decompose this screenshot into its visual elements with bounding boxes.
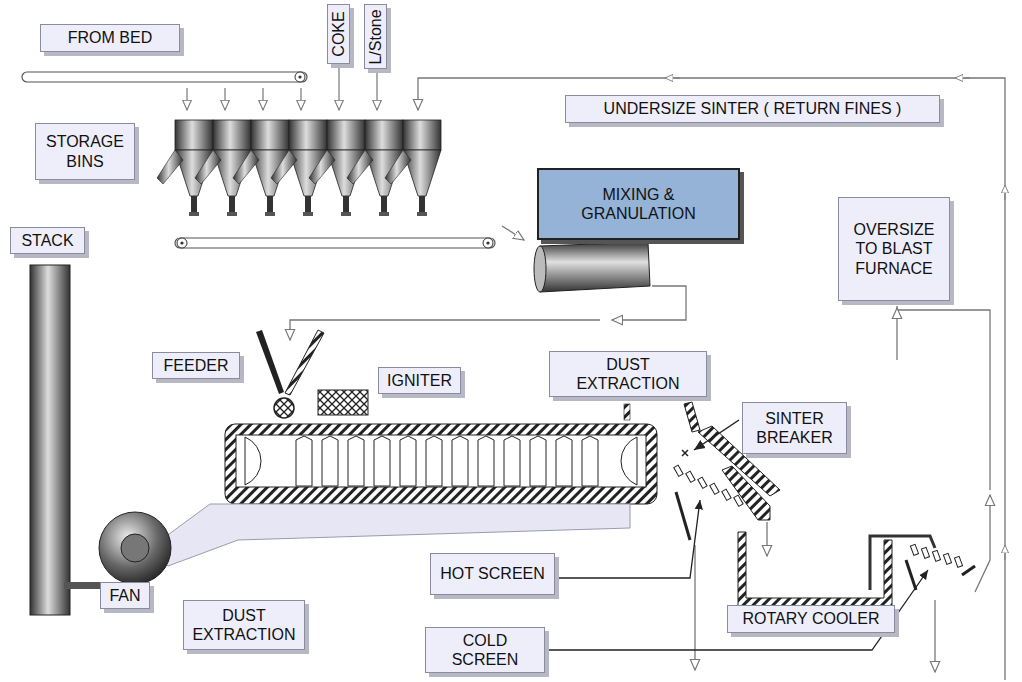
label-text: HOT SCREEN [440, 564, 545, 583]
label-text: OVERSIZE TO BLAST FURNACE [847, 220, 941, 278]
label-text: STORAGE BINS [44, 132, 126, 170]
label-text: FROM BED [68, 28, 152, 47]
label-box: HOT SCREEN [430, 553, 555, 595]
label-box: L/Stone [364, 4, 387, 69]
label-text: COKE [329, 11, 348, 56]
label-text: MIXING & GRANULATION [547, 185, 730, 223]
label-box: IGNITER [378, 367, 461, 394]
label-text: COLD SCREEN [434, 631, 536, 669]
label-text: UNDERSIZE SINTER ( RETURN FINES ) [604, 99, 902, 118]
label-box: ROTARY COOLER [727, 605, 895, 633]
label-text: DUST EXTRACTION [192, 606, 296, 644]
label-text: ROTARY COOLER [743, 609, 880, 628]
label-box: OVERSIZE TO BLAST FURNACE [838, 197, 950, 301]
label-text: L/Stone [366, 9, 385, 64]
label-box: COLD SCREEN [425, 627, 545, 673]
label-box: SINTER BREAKER [742, 402, 847, 454]
label-box: FROM BED [40, 24, 180, 52]
label-box: FAN [100, 582, 150, 609]
label-box: DUST EXTRACTION [549, 351, 707, 397]
label-box: STACK [10, 227, 85, 254]
label-box: STORAGE BINS [35, 123, 135, 180]
label-text: FAN [109, 586, 140, 605]
label-box: COKE [327, 4, 350, 64]
label-box: UNDERSIZE SINTER ( RETURN FINES ) [565, 95, 940, 123]
label-text: STACK [21, 231, 73, 250]
label-text: IGNITER [387, 371, 452, 390]
label-text: SINTER BREAKER [751, 409, 838, 447]
label-box: MIXING & GRANULATION [537, 168, 740, 240]
label-text: FEEDER [164, 356, 229, 375]
label-box: DUST EXTRACTION [183, 600, 305, 650]
label-box: FEEDER [152, 352, 240, 379]
label-text: DUST EXTRACTION [558, 355, 698, 393]
